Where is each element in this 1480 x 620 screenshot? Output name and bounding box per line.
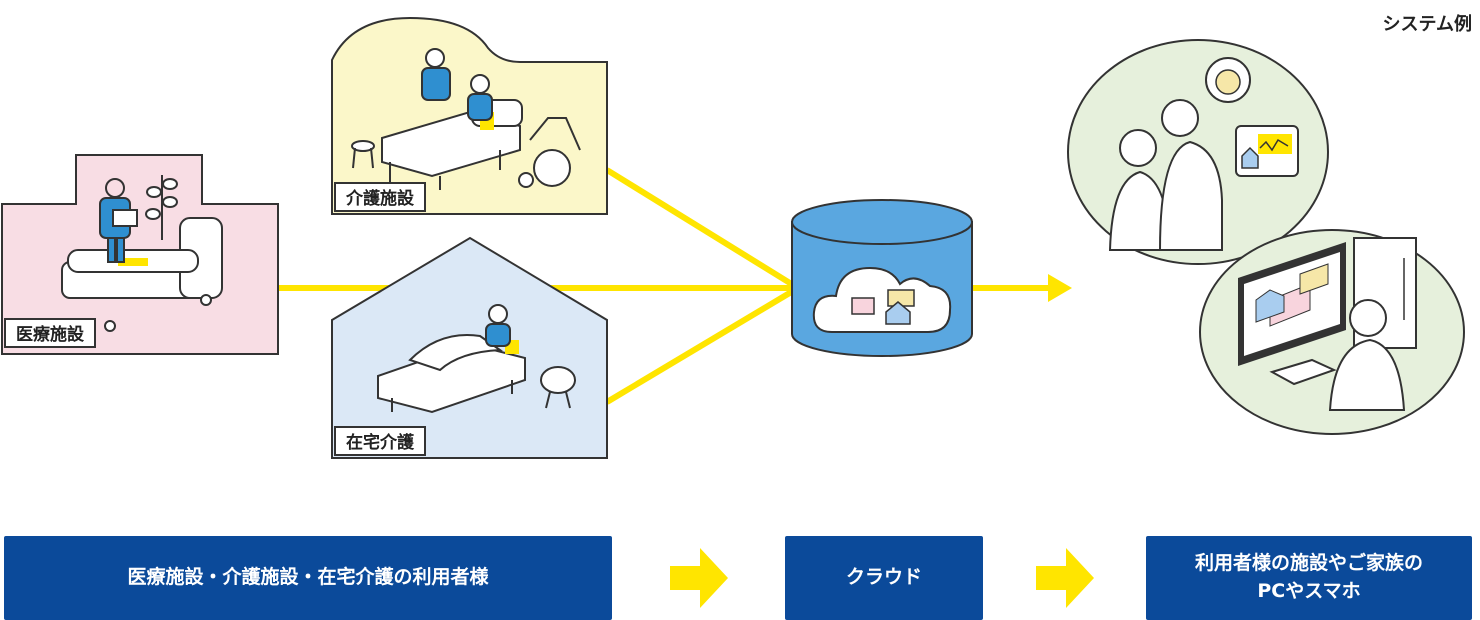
cloud-box: クラウド (785, 536, 983, 620)
tablet-icon (1235, 125, 1299, 177)
stool-illustration (351, 140, 375, 169)
wheelchair-illustration (518, 117, 581, 188)
resident-illustration (485, 304, 511, 347)
cloud-box-label: クラウド (845, 566, 922, 589)
doctor-illustration (99, 178, 138, 263)
home-care-label: 在宅介護 (334, 426, 426, 456)
users-box-label: 医療施設・介護施設・在宅介護の利用者様 (127, 566, 489, 589)
arrow-right-icon (670, 548, 728, 608)
home-bed-illustration (377, 334, 526, 414)
medical-facility-label: 医療施設 (4, 318, 96, 348)
hospital-bed-illustration (61, 217, 223, 332)
chair-illustration (540, 366, 576, 409)
arrow-to-devices-icon (1048, 274, 1072, 302)
devices-box: 利用者様の施設やご家族の PCやスマホ (1146, 536, 1472, 620)
pc-user-circle (1199, 229, 1465, 435)
devices-box-line2: PCやスマホ (1257, 580, 1361, 602)
users-box: 医療施設・介護施設・在宅介護の利用者様 (4, 536, 612, 620)
caregiver-illustration (421, 48, 493, 121)
nursing-home-panel (331, 16, 608, 215)
nursing-home-label: 介護施設 (334, 182, 426, 212)
arrow-right-icon (1036, 548, 1094, 608)
home-care-panel (331, 236, 608, 459)
monitor-icon (1238, 242, 1346, 366)
devices-box-line1: 利用者様の施設やご家族の (1194, 552, 1423, 575)
figure-caption: システム例 (1382, 14, 1472, 35)
plant-illustration (145, 175, 178, 240)
cloud-database-icon (791, 199, 973, 357)
medical-facility-panel (1, 154, 279, 355)
family-tablet-circle (1067, 39, 1329, 265)
